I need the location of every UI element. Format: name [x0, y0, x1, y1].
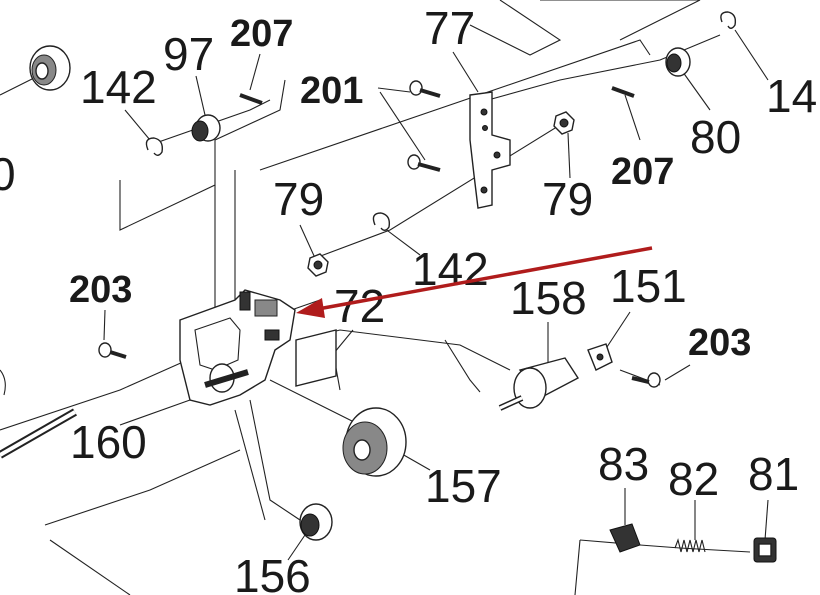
pointer-arrow: [296, 246, 653, 318]
label-201: 201: [300, 70, 363, 112]
label-77: 77: [424, 2, 475, 54]
label-207-top: 207: [230, 13, 293, 55]
label-151: 151: [610, 260, 687, 312]
label-160: 160: [70, 416, 147, 468]
label-97: 97: [163, 28, 214, 80]
part-156-roller: [299, 503, 333, 541]
part-158-motor: [498, 357, 580, 411]
label-79-left: 79: [273, 173, 324, 225]
part-72-board: [295, 329, 337, 387]
part-160-gear-frame: [179, 289, 296, 406]
part-80-bearing: [665, 47, 691, 77]
part-207-pin-top: [239, 93, 263, 105]
part-79-nut-center: [553, 111, 575, 135]
part-97-bushing: [191, 114, 221, 142]
label-14: 14: [766, 70, 817, 122]
part-157-pulley: [342, 407, 407, 477]
label-142-center: 142: [412, 243, 489, 295]
part-79-nut-left: [307, 253, 329, 277]
label-157: 157: [425, 460, 502, 512]
label-81: 81: [748, 448, 799, 500]
part-eclip-top-right: [720, 11, 737, 29]
part-203-screw-right: [631, 372, 661, 388]
label-203-right: 203: [688, 322, 751, 364]
part-142-eclip-left: [145, 137, 164, 156]
part-142-eclip-center: [372, 212, 391, 231]
label-207-right: 207: [611, 151, 674, 193]
label-0-edge: 0: [0, 148, 16, 200]
label-80: 80: [690, 111, 741, 163]
label-158: 158: [510, 272, 587, 324]
part-160-shaft: [0, 408, 77, 459]
label-203-left: 203: [69, 269, 132, 311]
label-142-top-left: 142: [80, 61, 157, 113]
leader-lines: [103, 29, 769, 561]
part-201-screws: [407, 80, 441, 172]
part-83-actuator: [609, 523, 641, 553]
label-82: 82: [668, 453, 719, 505]
part-207-pin-right: [611, 86, 635, 98]
label-79-center: 79: [542, 173, 593, 225]
part-81-cap: [753, 537, 777, 563]
label-156: 156: [234, 550, 311, 595]
part-roller-left: [29, 45, 71, 91]
part-151-bracket: [587, 343, 613, 371]
part-203-screw-left: [98, 342, 127, 359]
label-83: 83: [598, 438, 649, 490]
part-left-edge-clip: [0, 369, 6, 396]
part-82-spring: [674, 538, 706, 553]
part-77-bracket: [469, 91, 511, 209]
